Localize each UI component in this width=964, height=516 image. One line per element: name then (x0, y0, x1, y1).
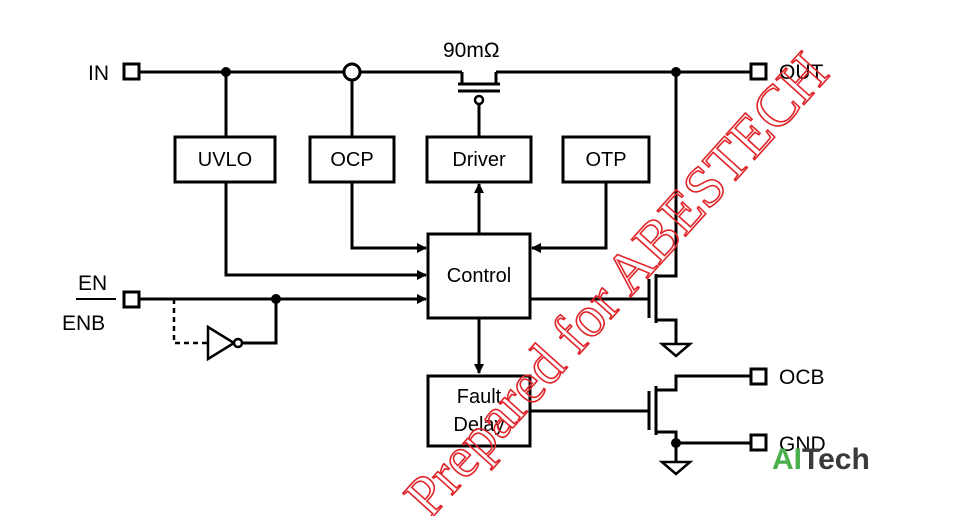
fault-delay-block (426, 374, 532, 448)
otp-to-control-arrow (531, 182, 608, 253)
inverter-output-line (242, 299, 278, 345)
uvlo-to-control-arrow (224, 182, 427, 280)
enb-pin-label: ENB (62, 312, 105, 335)
aitech-logo: AITech (772, 443, 870, 476)
power-switch (458, 82, 500, 138)
enb-optional-path (172, 299, 207, 345)
input-rail (140, 70, 464, 84)
ground-symbol (658, 460, 694, 476)
switch-resistance-label: 90mΩ (443, 39, 500, 62)
ocb-pin-label: OCB (779, 366, 825, 389)
in-pin-label: IN (88, 62, 109, 85)
ocp-block (308, 135, 396, 184)
ground-symbol (658, 342, 694, 358)
in-pin (122, 62, 141, 81)
gnd-pin-label: GND (779, 433, 826, 456)
driver-block (425, 135, 533, 184)
otp-block (561, 135, 651, 184)
ocb-nmos (647, 374, 750, 462)
driver-label: Driver (452, 149, 506, 171)
inverter-symbol (206, 324, 237, 362)
logo-ai: AI (772, 443, 802, 476)
en-pin (122, 290, 141, 309)
svg-text:AITech: AITech (772, 443, 870, 476)
output-rail (494, 70, 750, 84)
inverter-bubble (232, 337, 244, 349)
out-pin-label: OUT (779, 61, 824, 84)
ocb-pin (749, 367, 768, 386)
uvlo-label: UVLO (198, 149, 252, 171)
out-pin (749, 62, 768, 81)
fault-delay-label-line2: Delay (453, 414, 504, 436)
current-sense-symbol (342, 62, 362, 82)
otp-label: OTP (585, 149, 626, 171)
discharge-nmos (647, 274, 678, 344)
gnd-pin (749, 433, 768, 452)
ocp-to-control-arrow (350, 182, 427, 253)
control-block (426, 232, 532, 320)
en-pin-label: EN (78, 272, 107, 295)
logo-tech: Tech (802, 443, 870, 476)
control-label: Control (447, 265, 511, 287)
fault-delay-label-line1: Fault (457, 386, 502, 408)
ocp-label: OCP (330, 149, 373, 171)
